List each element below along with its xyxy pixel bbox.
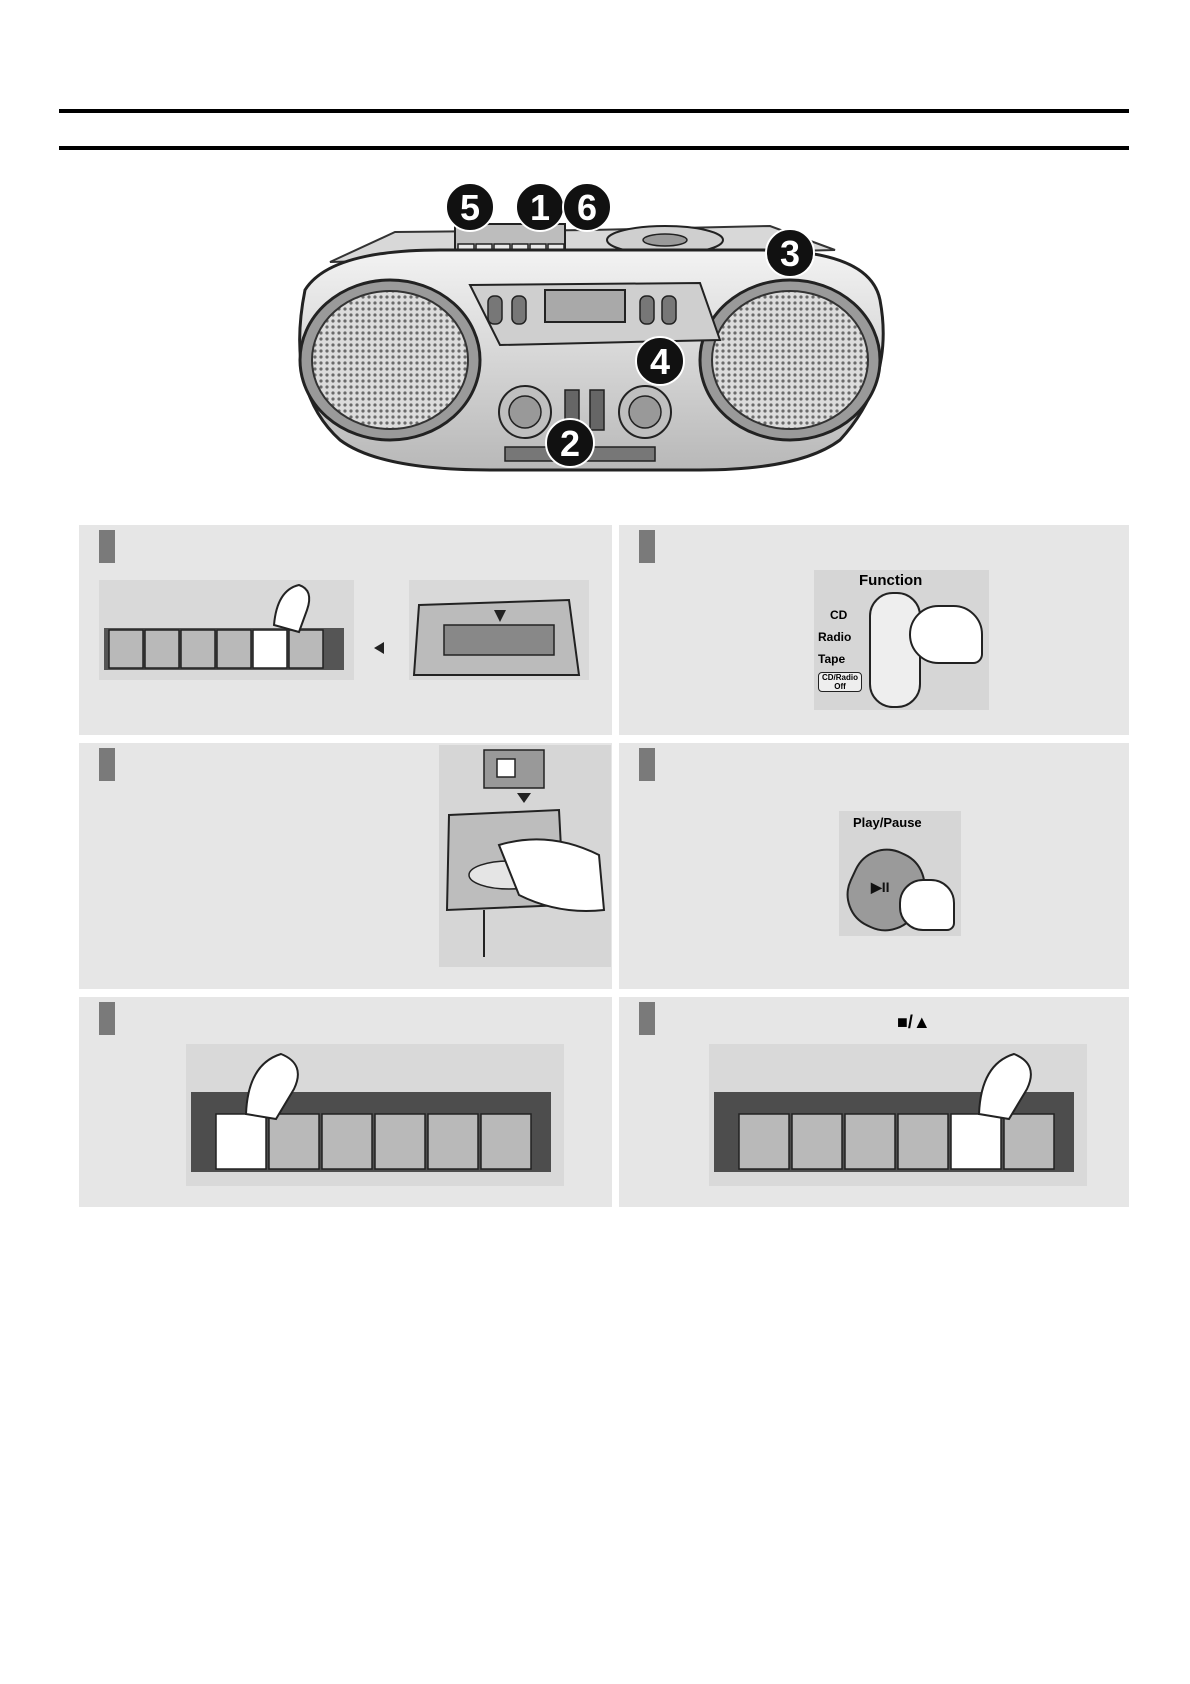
stop-eject-glyphs: ■/▲ <box>897 1012 931 1032</box>
callout-2: 2 <box>560 423 580 464</box>
option-cd: CD <box>830 608 848 622</box>
cassette-buttons-illustration <box>99 580 589 680</box>
step-tab <box>99 1002 115 1035</box>
step-tab <box>639 748 655 781</box>
option-off: CD/Radio Off <box>818 672 862 692</box>
callout-6: 6 <box>577 187 597 228</box>
step-panel-2: Function CD Radio Tape CD/Radio Off <box>619 525 1129 735</box>
play-pause-glyph: ▶II <box>871 879 890 895</box>
stop-eject-button-illustration <box>709 1044 1087 1186</box>
callout-3: 3 <box>780 233 800 274</box>
step-panel-4: Play/Pause ▶II <box>619 743 1129 989</box>
step-panel-5 <box>79 997 612 1207</box>
header-rule-bottom <box>59 146 1129 150</box>
step-tab <box>639 530 655 563</box>
step-tab <box>99 530 115 563</box>
hand-icon <box>899 879 955 931</box>
step-tab <box>639 1002 655 1035</box>
option-radio: Radio <box>818 630 852 644</box>
option-tape: Tape <box>818 652 846 666</box>
step-panel-6: ■/▲ <box>619 997 1129 1207</box>
play-pause-illustration: Play/Pause ▶II <box>835 811 961 943</box>
step-panel-1 <box>79 525 612 735</box>
header-rule-top <box>59 109 1129 113</box>
callout-5: 5 <box>460 187 480 228</box>
step-tab <box>99 748 115 781</box>
function-switch-illustration: Function CD Radio Tape CD/Radio Off <box>814 570 989 710</box>
boombox-illustration: 5 1 6 3 4 2 <box>298 182 885 472</box>
play-pause-label: Play/Pause <box>853 815 922 830</box>
record-button-illustration <box>186 1044 564 1186</box>
callout-4: 4 <box>650 341 670 382</box>
function-label: Function <box>859 572 923 589</box>
cd-insert-illustration <box>439 745 611 967</box>
hand-icon <box>909 605 983 664</box>
step-panel-3 <box>79 743 612 989</box>
callout-1: 1 <box>530 187 550 228</box>
